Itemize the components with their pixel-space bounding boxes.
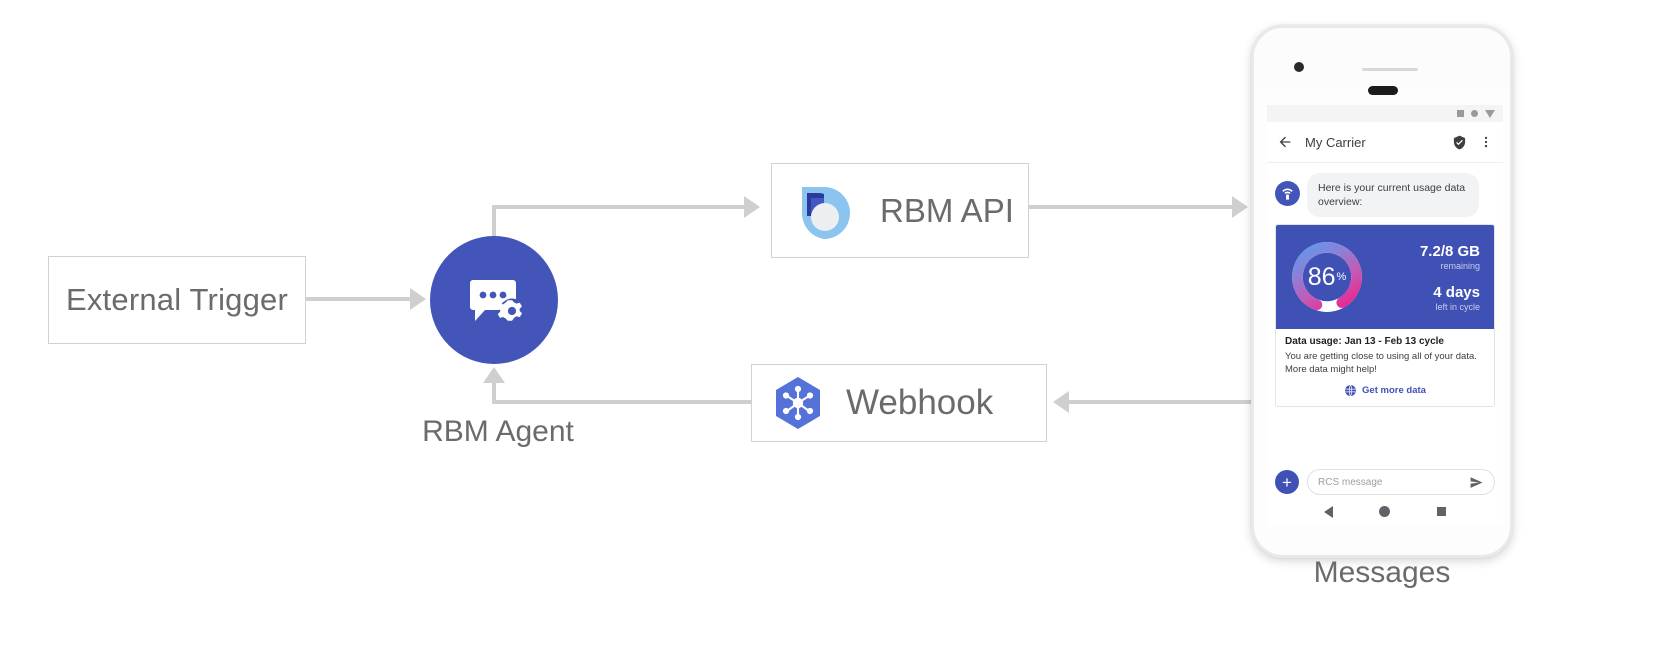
- rbm-api-label: RBM API: [880, 191, 1014, 229]
- wifi-tower-icon: [1282, 188, 1293, 200]
- attach-plus-button[interactable]: +: [1275, 470, 1299, 494]
- get-more-data-label: Get more data: [1362, 384, 1426, 396]
- nav-home-icon[interactable]: [1379, 506, 1391, 517]
- connector-agent-to-api-horizontal: [492, 205, 746, 209]
- earpiece-speaker: [1368, 86, 1398, 95]
- android-nav-bar: [1267, 497, 1503, 526]
- connector-api-to-phone: [1029, 205, 1241, 209]
- conversation-thread: Here is your current usage data overview…: [1267, 163, 1503, 476]
- rbm-agent-node[interactable]: [430, 236, 558, 364]
- rcs-message-input[interactable]: RCS message: [1307, 469, 1495, 495]
- rbm-api-node[interactable]: RBM API: [771, 163, 1029, 258]
- message-row: Here is your current usage data overview…: [1275, 173, 1495, 218]
- external-trigger-node[interactable]: External Trigger: [48, 256, 306, 344]
- rich-card[interactable]: 86% 7.2/8 GB remaining 4 days left in cy…: [1275, 224, 1495, 407]
- plus-icon: +: [1282, 472, 1292, 492]
- sensor-bar: [1362, 68, 1418, 71]
- external-trigger-label: External Trigger: [65, 282, 289, 317]
- connector-webhook-to-agent-vertical: [492, 383, 496, 404]
- arrowhead-agent-to-api: [744, 196, 760, 218]
- rbm-droplet-icon: [801, 186, 850, 239]
- phone-device: My Carrier: [1251, 25, 1513, 558]
- app-bar-title: My Carrier: [1305, 134, 1366, 150]
- gauge-percent-symbol: %: [1336, 271, 1347, 284]
- arrowhead-webhook-to-agent: [483, 367, 505, 383]
- data-remaining-value: 7.2/8 GB: [1419, 242, 1480, 260]
- connector-trigger-to-agent: [306, 297, 412, 301]
- app-bar: My Carrier: [1267, 122, 1503, 163]
- card-hero: 86% 7.2/8 GB remaining 4 days left in cy…: [1276, 225, 1494, 330]
- arrowhead-phone-to-webhook: [1053, 391, 1069, 413]
- nav-back-icon[interactable]: [1324, 505, 1334, 518]
- front-camera-icon: [1294, 62, 1304, 72]
- connector-webhook-to-agent-horizontal: [492, 400, 752, 404]
- days-left-label: left in cycle: [1435, 302, 1480, 313]
- circle-icon: [1471, 110, 1478, 117]
- square-icon: [1457, 110, 1464, 117]
- gauge-percent-text: 86%: [1286, 236, 1368, 318]
- card-title: Data usage: Jan 13 - Feb 13 cycle: [1285, 336, 1444, 348]
- more-vert-icon[interactable]: [1479, 135, 1493, 149]
- message-bubble: Here is your current usage data overview…: [1307, 173, 1479, 218]
- card-body: Data usage: Jan 13 - Feb 13 cycle You ar…: [1276, 329, 1494, 405]
- globe-icon: [1345, 384, 1356, 396]
- card-hero-stats: 7.2/8 GB remaining 4 days left in cycle: [1376, 243, 1480, 313]
- webhook-node[interactable]: Webhook: [751, 364, 1047, 442]
- rbm-agent-label: RBM Agent: [422, 415, 574, 448]
- status-bar: [1267, 105, 1503, 122]
- get-more-data-button[interactable]: Get more data: [1285, 384, 1485, 397]
- chat-gear-icon: [470, 280, 525, 324]
- usage-gauge: 86%: [1286, 236, 1368, 318]
- nav-recents-icon[interactable]: [1436, 507, 1446, 516]
- days-left-value: 4 days: [1433, 283, 1480, 301]
- webhook-hexagon-icon: [776, 377, 820, 429]
- phone-top-bezel: [1254, 28, 1510, 88]
- shield-check-icon[interactable]: [1452, 135, 1467, 150]
- gauge-percent-value: 86: [1307, 262, 1336, 291]
- arrowhead-trigger-to-agent: [410, 288, 426, 310]
- phone-screen: My Carrier: [1267, 105, 1503, 526]
- data-remaining-label: remaining: [1440, 260, 1480, 271]
- connector-agent-up-vertical: [492, 205, 496, 245]
- webhook-label: Webhook: [846, 383, 994, 422]
- triangle-down-icon: [1485, 109, 1495, 118]
- message-composer: + RCS message: [1267, 469, 1503, 495]
- card-description: You are getting close to using all of yo…: [1285, 351, 1477, 376]
- back-arrow-icon[interactable]: [1277, 134, 1293, 150]
- arrowhead-api-to-phone: [1232, 196, 1248, 218]
- send-icon[interactable]: [1469, 475, 1484, 490]
- phone-caption: Messages: [1313, 556, 1451, 589]
- connector-phone-to-webhook: [1068, 400, 1254, 404]
- avatar: [1275, 181, 1300, 206]
- rcs-message-placeholder: RCS message: [1318, 476, 1383, 488]
